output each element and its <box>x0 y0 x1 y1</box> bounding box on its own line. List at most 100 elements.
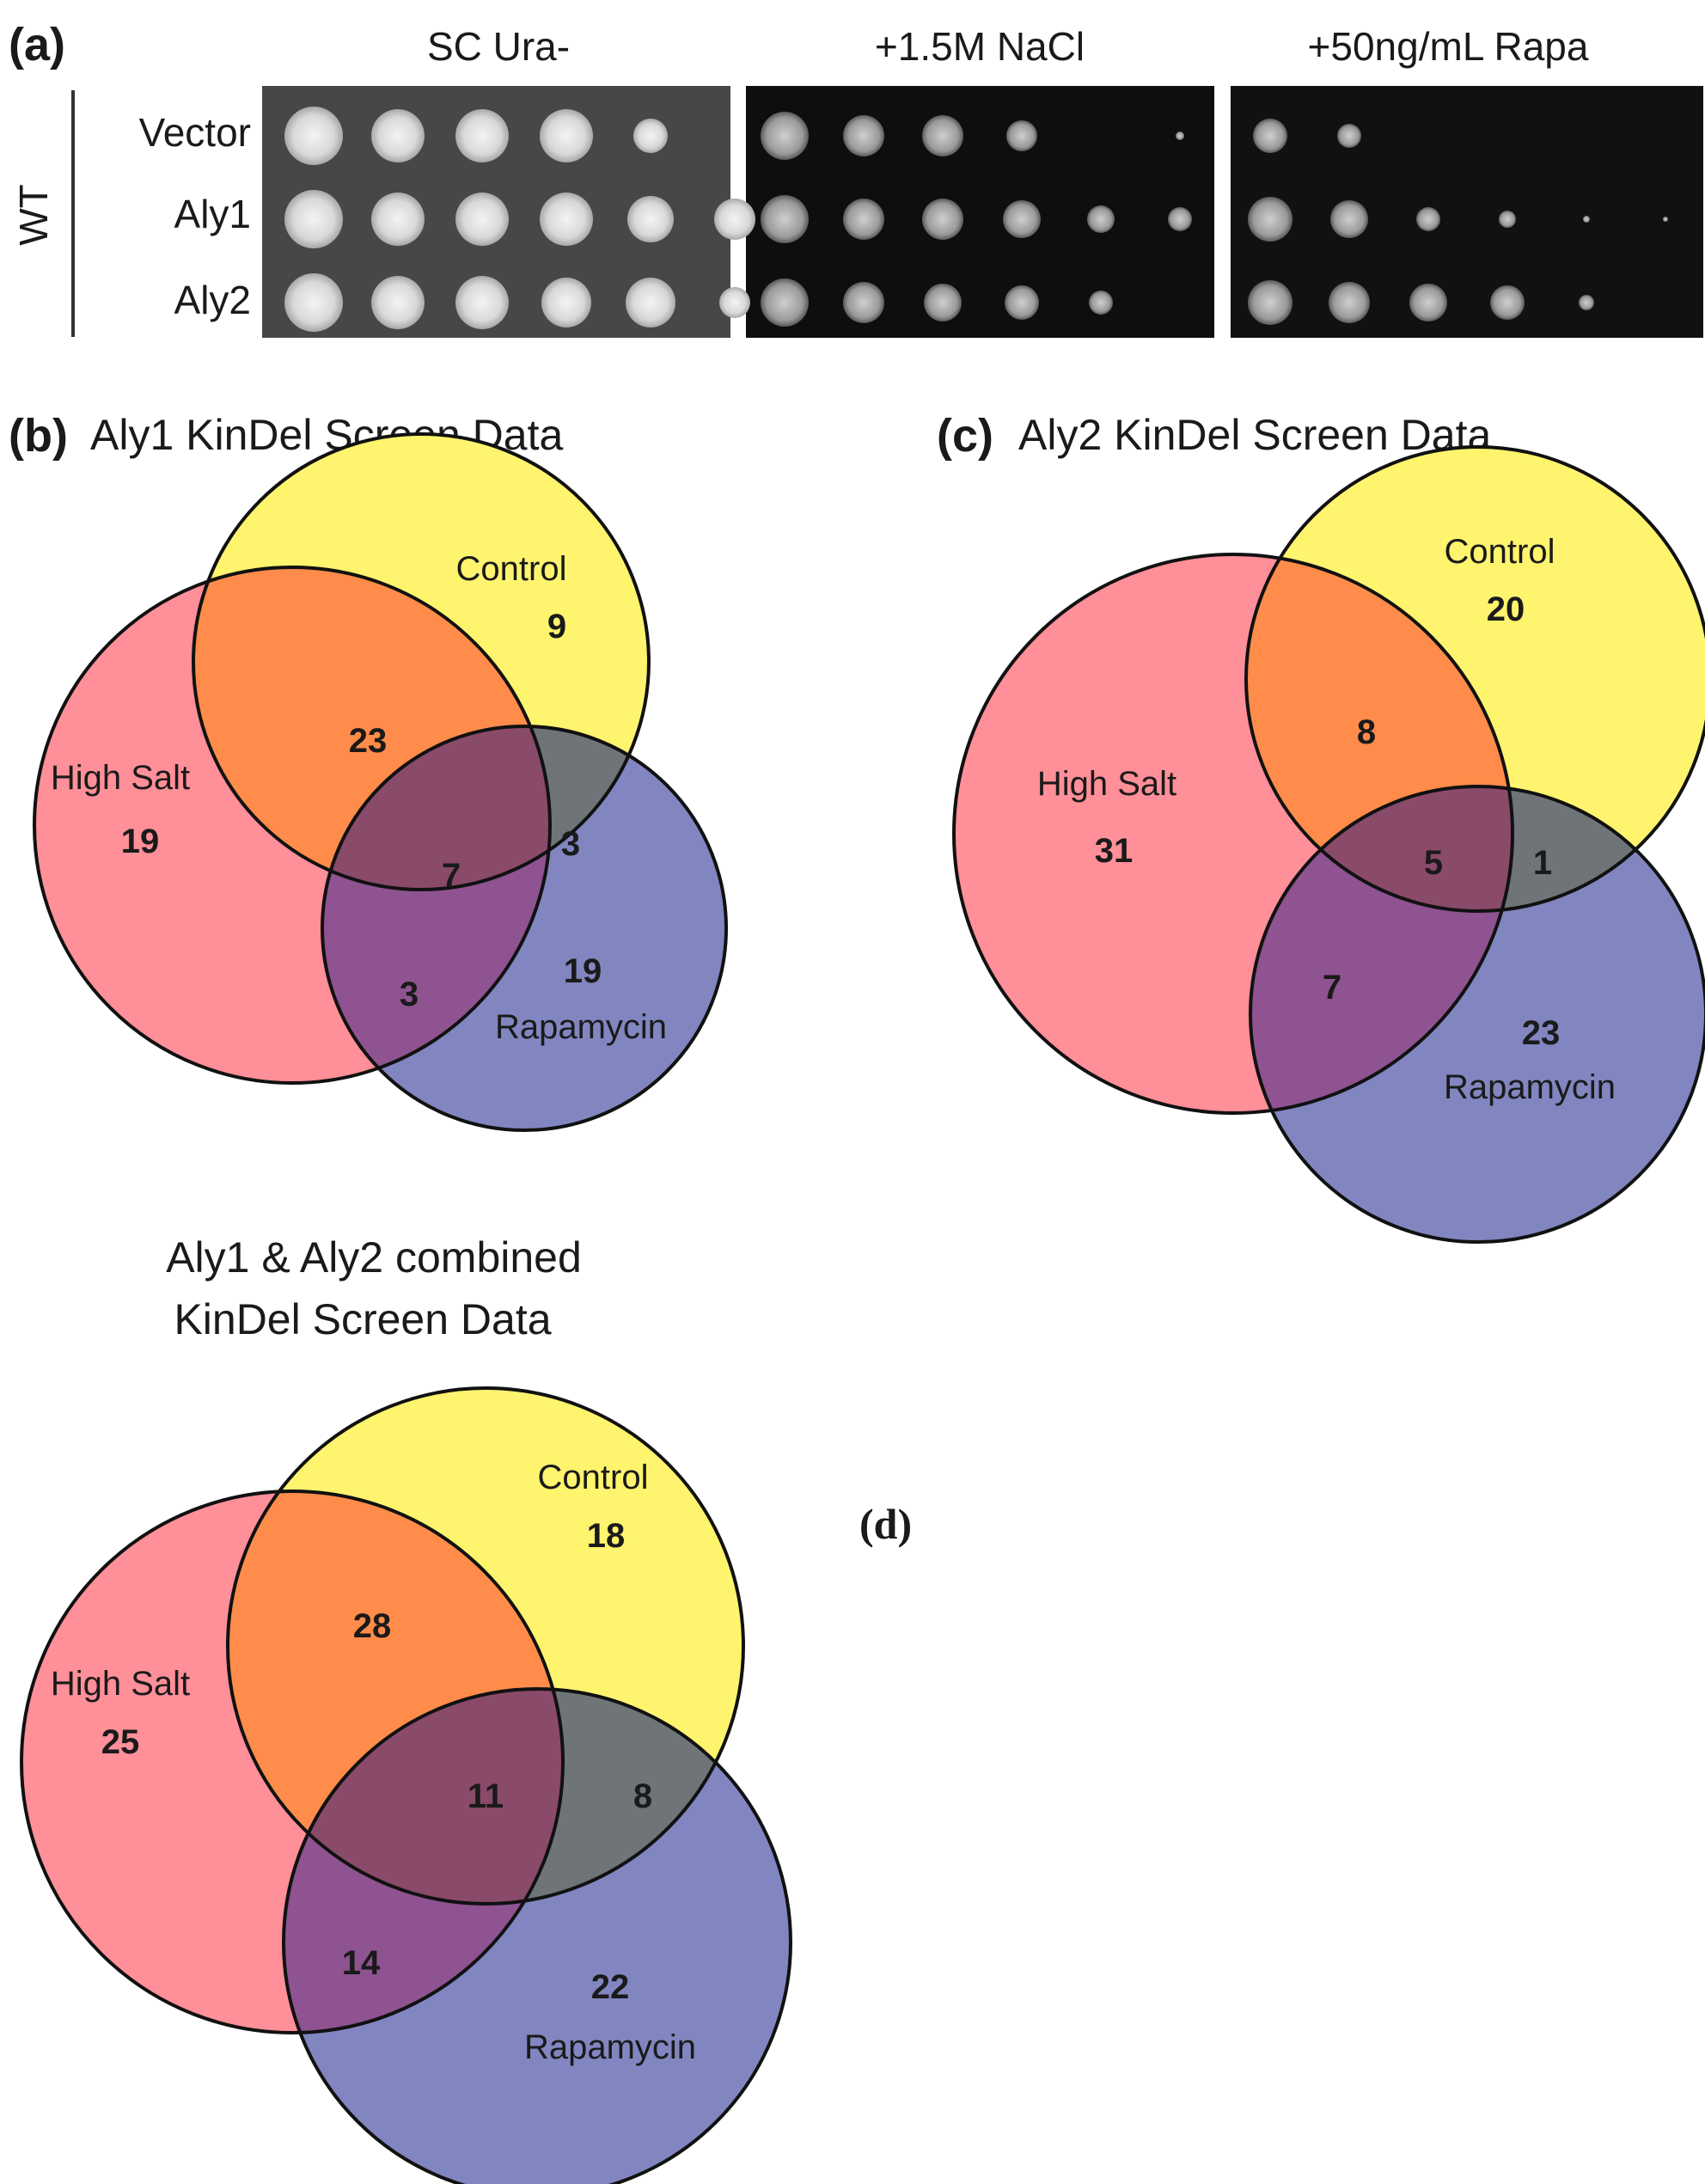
venn-d-high-salt-outline <box>20 1490 565 2034</box>
panel-c-title: Aly2 KinDel Screen Data <box>1018 411 1491 459</box>
yeast-colony-spot <box>1409 284 1447 321</box>
yeast-colony-spot <box>1416 207 1440 231</box>
yeast-colony-spot <box>541 278 591 327</box>
venn-c-control-label: Control <box>1445 533 1555 571</box>
venn-c-rapamycin-label: Rapamycin <box>1444 1068 1616 1106</box>
yeast-colony-spot <box>1005 285 1039 320</box>
panel-b: (b) Aly1 KinDel Screen Data Control 9 Hi… <box>9 410 728 1132</box>
panel-d-label: (d) <box>859 1500 912 1548</box>
condition-label-rapa: +50ng/mL Rapa <box>1308 24 1589 69</box>
plate-rapa <box>1231 86 1703 338</box>
yeast-colony-spot <box>761 195 809 243</box>
condition-label-sc-ura: SC Ura- <box>427 24 570 69</box>
venn-c-salt-control-count: 8 <box>1357 713 1376 751</box>
yeast-colony-spot <box>1248 280 1292 325</box>
venn-b-rapamycin-outline <box>321 725 728 1132</box>
yeast-colony-spot <box>843 282 884 323</box>
venn-c-rapamycin-outline <box>1249 785 1705 1244</box>
panel-a-label: (a) <box>9 19 65 70</box>
yeast-colony-spot <box>284 273 343 332</box>
yeast-colony-spot <box>633 119 668 153</box>
yeast-colony-spot <box>1089 291 1113 315</box>
panel-b-label: (b) <box>9 410 68 462</box>
panel-a: (a) SC Ura- +1.5M NaCl +50ng/mL Rapa WT … <box>9 19 1703 338</box>
venn-b-all-three-count: 7 <box>442 857 461 895</box>
venn-b-high-salt-count: 19 <box>121 823 160 860</box>
panel-c-label: (c) <box>937 410 993 462</box>
spot-colonies <box>284 107 1668 332</box>
venn-b-high-salt-outline <box>33 566 552 1085</box>
venn-c-control-rapa-count: 1 <box>1533 844 1552 882</box>
yeast-colony-spot <box>540 109 593 162</box>
venn-c-high-salt-count: 31 <box>1095 832 1134 870</box>
yeast-colony-spot <box>284 107 343 165</box>
venn-d-rapamycin-label: Rapamycin <box>524 2028 696 2066</box>
yeast-colony-spot <box>761 112 809 160</box>
venn-c-control-count: 20 <box>1487 590 1525 628</box>
row-label-aly1: Aly1 <box>174 192 251 236</box>
venn-d-rapamycin-count: 22 <box>591 1968 630 2006</box>
yeast-colony-spot <box>1248 197 1292 242</box>
venn-c-all-three-count: 5 <box>1424 844 1443 882</box>
yeast-colony-spot <box>924 284 962 321</box>
venn-b-rapamycin-count: 19 <box>564 952 602 990</box>
yeast-colony-spot <box>843 199 884 240</box>
yeast-colony-spot <box>455 276 509 329</box>
venn-d-control-count: 18 <box>587 1517 626 1555</box>
yeast-colony-spot <box>1579 295 1594 310</box>
venn-b-high-salt-label: High Salt <box>51 759 190 797</box>
yeast-colony-spot <box>1490 285 1525 320</box>
yeast-colony-spot <box>761 278 809 327</box>
yeast-colony-spot <box>626 278 675 327</box>
yeast-colony-spot <box>455 109 509 162</box>
venn-d-rapamycin-outline <box>282 1687 792 2184</box>
yeast-colony-spot <box>1006 120 1037 151</box>
yeast-colony-spot <box>922 199 963 240</box>
venn-d-salt-control-count: 28 <box>353 1607 392 1645</box>
yeast-colony-spot <box>1499 211 1516 228</box>
yeast-colony-spot <box>719 287 750 318</box>
panel-d-title-line1: Aly1 & Aly2 combined <box>166 1233 582 1282</box>
yeast-colony-spot <box>1003 200 1041 238</box>
venn-b-salt-control-count: 23 <box>349 722 388 760</box>
row-label-aly2: Aly2 <box>174 278 251 322</box>
venn-d-high-salt-label: High Salt <box>51 1665 190 1703</box>
venn-c-salt-rapa-count: 7 <box>1323 969 1341 1006</box>
yeast-colony-spot <box>1330 200 1368 238</box>
plate-nacl <box>746 86 1214 338</box>
yeast-colony-spot <box>455 193 509 246</box>
venn-d-all-three-region <box>284 1689 563 1904</box>
venn-c-high-salt-label: High Salt <box>1037 765 1176 803</box>
yeast-colony-spot <box>1583 216 1590 223</box>
yeast-colony-spot <box>371 109 425 162</box>
row-label-vector: Vector <box>139 110 251 155</box>
venn-c-control-outline <box>1244 445 1705 913</box>
venn-b-salt-rapa-count: 3 <box>400 976 419 1013</box>
yeast-colony-spot <box>284 190 343 248</box>
yeast-colony-spot <box>1329 282 1370 323</box>
venn-d-all-three-count: 11 <box>468 1777 504 1815</box>
venn-d: Control 18 High Salt 25 28 11 8 14 22 Ra… <box>20 1386 792 2184</box>
yeast-colony-spot <box>627 196 674 242</box>
panel-c: (c) Aly2 KinDel Screen Data Control 20 H… <box>937 410 1705 1244</box>
yeast-colony-spot <box>1663 217 1668 222</box>
venn-d-high-salt-count: 25 <box>101 1723 140 1761</box>
venn-d-control-rapa-count: 8 <box>633 1777 652 1815</box>
venn-b-all-three-region <box>322 726 550 890</box>
strain-label: WT <box>11 184 56 246</box>
venn-b-control-label: Control <box>456 550 567 588</box>
yeast-colony-spot <box>540 193 593 246</box>
yeast-colony-spot <box>1087 205 1115 233</box>
venn-b-control-rapa-count: 3 <box>561 825 580 863</box>
venn-b-control-count: 9 <box>547 608 566 645</box>
panel-d: Aly1 & Aly2 combined KinDel Screen Data … <box>20 1233 912 2184</box>
yeast-colony-spot <box>371 193 425 246</box>
venn-b-control-outline <box>192 432 651 891</box>
yeast-colony-spot <box>371 276 425 329</box>
venn-c-rapamycin-count: 23 <box>1522 1014 1561 1052</box>
yeast-colony-spot <box>714 199 755 240</box>
venn-c: Control 20 High Salt 31 8 5 1 7 23 Rapam… <box>952 445 1705 1244</box>
panel-d-title-line2: KinDel Screen Data <box>174 1295 551 1343</box>
yeast-colony-spot <box>1337 124 1361 148</box>
yeast-colony-spot <box>922 115 963 156</box>
